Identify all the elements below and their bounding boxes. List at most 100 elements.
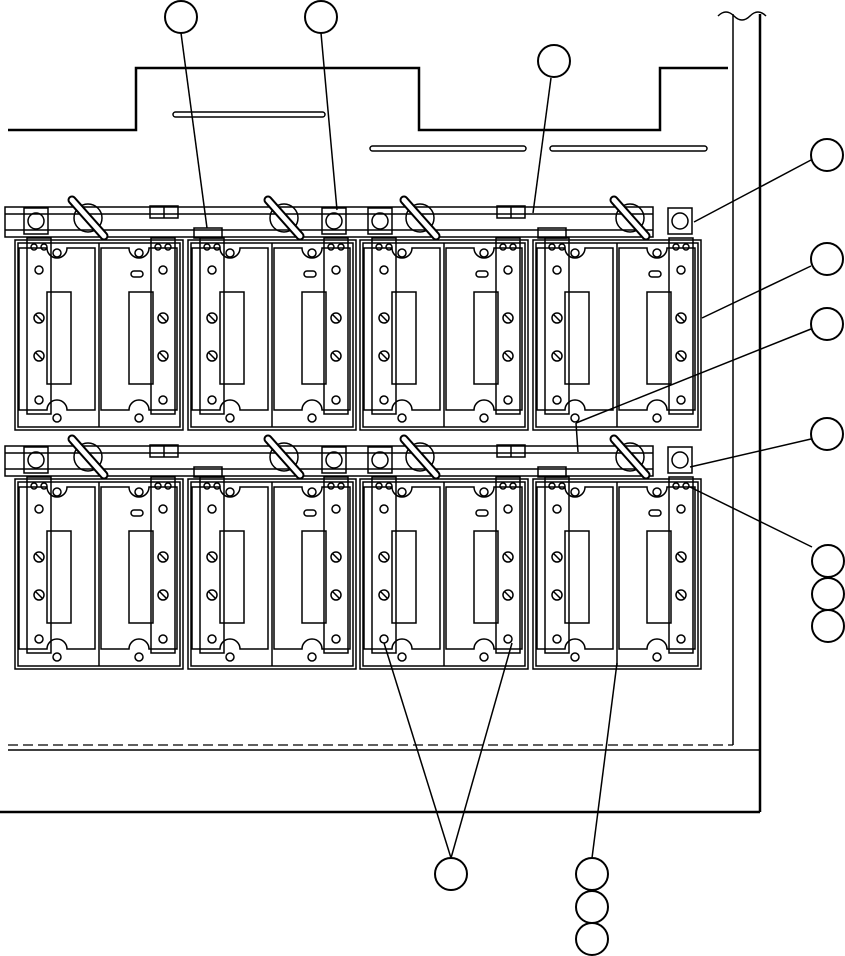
- mounting-hole: [52, 652, 62, 662]
- screw-icon: [672, 482, 680, 490]
- screw-icon: [164, 482, 172, 490]
- label-slot: [648, 270, 662, 278]
- callout-bubbles: [164, 0, 845, 956]
- screw-icon: [503, 265, 513, 275]
- screw-icon: [330, 589, 342, 601]
- module-plate: [536, 247, 614, 411]
- screw-icon: [207, 504, 217, 514]
- screw-icon: [378, 312, 390, 324]
- callout-bubble: [810, 417, 844, 451]
- terminal-strip: [668, 237, 694, 415]
- screw-icon: [379, 265, 389, 275]
- viewing-window: [646, 291, 672, 385]
- bracket-clip-icon: [193, 227, 223, 239]
- mounting-hole: [479, 487, 489, 497]
- screw-icon: [502, 589, 514, 601]
- screw-icon: [34, 504, 44, 514]
- screw-icon: [548, 482, 556, 490]
- screw-icon: [509, 482, 517, 490]
- screw-icon: [164, 243, 172, 251]
- screw-icon: [207, 634, 217, 644]
- screw-icon: [34, 634, 44, 644]
- module-group: [14, 476, 184, 670]
- mounting-hole: [307, 652, 317, 662]
- screw-icon: [30, 243, 38, 251]
- mounting-hole: [570, 487, 580, 497]
- screw-icon: [203, 243, 211, 251]
- viewing-window: [46, 530, 72, 624]
- screw-icon: [675, 589, 687, 601]
- mounting-hole: [397, 487, 407, 497]
- label-slot: [648, 509, 662, 517]
- screw-icon: [213, 482, 221, 490]
- screw-icon: [385, 482, 393, 490]
- screw-icon: [331, 395, 341, 405]
- mounting-hole: [479, 413, 489, 423]
- rail-clamp-icon: [496, 444, 526, 458]
- screw-icon: [379, 504, 389, 514]
- module-plate: [191, 247, 269, 411]
- mounting-hole: [52, 487, 62, 497]
- screw-icon: [207, 265, 217, 275]
- mounting-hole: [225, 413, 235, 423]
- viewing-window: [128, 291, 154, 385]
- screw-icon: [379, 395, 389, 405]
- screw-icon: [675, 312, 687, 324]
- module-plate: [363, 247, 441, 411]
- hex-nut-icon: [367, 446, 393, 474]
- callout-bubble: [811, 609, 845, 643]
- screw-icon: [33, 312, 45, 324]
- callout-bubble: [575, 857, 609, 891]
- rail-clamp-icon: [496, 205, 526, 219]
- terminal-strip: [323, 476, 349, 654]
- screw-icon: [327, 482, 335, 490]
- screw-icon: [502, 551, 514, 563]
- viewing-window: [219, 530, 245, 624]
- screw-icon: [385, 243, 393, 251]
- hex-nut-icon: [23, 207, 49, 235]
- screw-icon: [213, 243, 221, 251]
- callout-bubble: [575, 922, 609, 956]
- screw-icon: [509, 243, 517, 251]
- screw-icon: [158, 634, 168, 644]
- screw-icon: [158, 265, 168, 275]
- screw-icon: [331, 504, 341, 514]
- screw-icon: [375, 482, 383, 490]
- toggle-switch-icon: [67, 195, 109, 241]
- screw-icon: [502, 312, 514, 324]
- screw-icon: [33, 350, 45, 362]
- mounting-hole: [52, 248, 62, 258]
- screw-icon: [40, 482, 48, 490]
- mounting-hole: [652, 652, 662, 662]
- module-groups: [14, 237, 702, 670]
- viewing-window: [301, 291, 327, 385]
- screw-icon: [551, 350, 563, 362]
- terminal-strip: [495, 476, 521, 654]
- screw-icon: [33, 589, 45, 601]
- screw-icon: [551, 551, 563, 563]
- mounting-hole: [397, 413, 407, 423]
- module-plate: [191, 486, 269, 650]
- leader-lines: [180, 32, 813, 859]
- panel-slots: [172, 111, 708, 152]
- viewing-window: [46, 291, 72, 385]
- screw-icon: [331, 634, 341, 644]
- module-plate: [100, 486, 178, 650]
- module-plate: [18, 247, 96, 411]
- toggle-switch-icon: [263, 195, 305, 241]
- terminal-strip: [495, 237, 521, 415]
- screw-icon: [551, 312, 563, 324]
- module-group: [359, 476, 529, 670]
- viewing-window: [564, 530, 590, 624]
- toggle-switch-icon: [263, 434, 305, 480]
- screw-icon: [33, 551, 45, 563]
- terminal-strip: [26, 476, 52, 654]
- callout-bubble: [810, 307, 844, 341]
- rail-clamp-icon: [149, 205, 179, 219]
- toggle-switch-icon: [399, 434, 441, 480]
- label-slot: [130, 509, 144, 517]
- label-slot: [475, 270, 489, 278]
- viewing-window: [473, 530, 499, 624]
- module-group: [187, 237, 357, 431]
